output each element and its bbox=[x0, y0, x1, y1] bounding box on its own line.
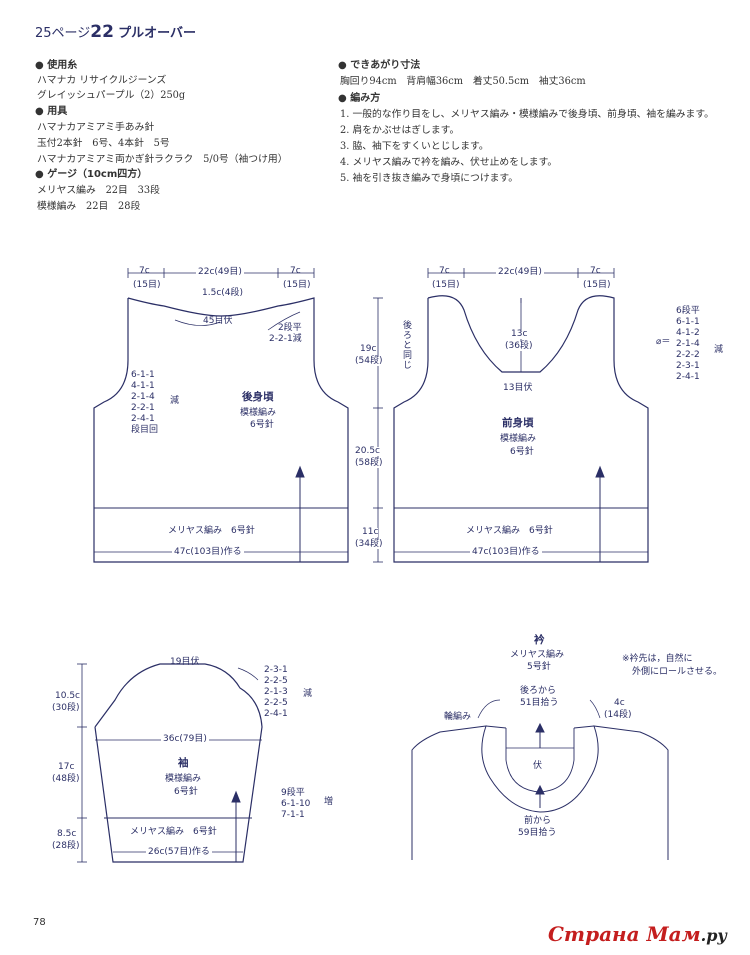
collar-back-pick-2: 51目拾う bbox=[520, 698, 559, 708]
front-patt: 模様編み bbox=[500, 434, 537, 444]
front-cast: 47c(103目)作る bbox=[470, 547, 542, 557]
finished-line: 胸回り94cm 背肩幅36cm 着丈50.5cm 袖丈36cm bbox=[340, 76, 586, 87]
collar-body bbox=[411, 725, 669, 860]
side-d1s: (54段) bbox=[355, 356, 383, 366]
sleeve-outline bbox=[94, 663, 263, 863]
collar-bind: 伏 bbox=[533, 761, 543, 771]
side-d2: 20.5c bbox=[355, 446, 380, 456]
collar-back-pick: 後ろから bbox=[520, 686, 557, 696]
method-heading: ● 編み方 bbox=[338, 93, 381, 104]
collar-note-2: 外側にロールさせる。 bbox=[632, 667, 723, 677]
back-neck-dec: 2段平 2-2-1減 bbox=[269, 323, 302, 344]
front-body-outline bbox=[393, 295, 649, 563]
front-neck-dec: 6段平 6-1-1 4-1-2 2-1-4 2-2-2 2-3-1 2-4-1 bbox=[676, 306, 700, 382]
finished-heading: ● できあがり寸法 bbox=[338, 60, 421, 71]
watermark-tld: .ру bbox=[700, 926, 727, 945]
collar-patt: メリヤス編み bbox=[510, 650, 565, 660]
front-neck: 13c bbox=[511, 329, 528, 339]
back-arm-gen: 減 bbox=[170, 396, 180, 406]
front-w7b-s: (15目) bbox=[583, 280, 611, 290]
step-1: 1. 一般的な作り目をし、メリヤス編み・模様編みで後身頃、前身頃、袖を編みます。 bbox=[340, 109, 714, 120]
tools-line-1: ハマナカアミアミ手あみ針 bbox=[37, 122, 155, 133]
collar-h: 4c bbox=[614, 698, 625, 708]
collar-name: 衿 bbox=[534, 634, 545, 646]
yarn-line-2: グレイッシュパープル（2）250g bbox=[37, 90, 186, 101]
back-rib: メリヤス編み 6号針 bbox=[168, 526, 255, 536]
page-ref: 25ページ bbox=[35, 26, 91, 41]
step-5: 5. 袖を引き抜き編みで身頃につけます。 bbox=[340, 173, 519, 184]
front-neck-gen: 減 bbox=[714, 345, 724, 355]
back-name: 後身頃 bbox=[242, 391, 274, 403]
back-neck-drop: 1.5c(4段) bbox=[202, 288, 244, 298]
back-needle: 6号針 bbox=[250, 420, 274, 430]
back-cast: 47c(103目)作る bbox=[172, 547, 244, 557]
back-w7b: 7c bbox=[290, 266, 301, 276]
tools-line-2: 玉付2本針 6号、4本針 5号 bbox=[37, 138, 170, 149]
front-needle: 6号針 bbox=[510, 447, 534, 457]
front-w7a-s: (15目) bbox=[432, 280, 460, 290]
page-number: 78 bbox=[33, 917, 46, 928]
sleeve-d3s: (28段) bbox=[52, 841, 80, 851]
back-bind45: 45目伏 bbox=[203, 316, 233, 326]
back-w7a-s: (15目) bbox=[133, 280, 161, 290]
step-3: 3. 脇、袖下をすくいとじします。 bbox=[340, 141, 489, 152]
gauge-heading: ● ゲージ（10cm四方） bbox=[35, 169, 148, 180]
sleeve-d2s: (48段) bbox=[52, 774, 80, 784]
collar-hs: (14段) bbox=[604, 710, 632, 720]
sleeve-d2: 17c bbox=[58, 762, 75, 772]
back-w7b-s: (15目) bbox=[283, 280, 311, 290]
side-d3s: (34段) bbox=[355, 539, 383, 549]
front-neck-s: (36段) bbox=[505, 341, 533, 351]
yarn-line-1: ハマナカ リサイクルジーンズ bbox=[37, 75, 167, 86]
step-2: 2. 肩をかぶせはぎします。 bbox=[340, 125, 460, 136]
side-d3: 11c bbox=[362, 527, 379, 537]
front-w7b: 7c bbox=[590, 266, 601, 276]
sleeve-cast: 26c(57目)作る bbox=[146, 847, 212, 857]
front-bind13: 13目伏 bbox=[503, 383, 533, 393]
sleeve-rib: メリヤス編み 6号針 bbox=[130, 827, 217, 837]
back-w22: 22c(49目) bbox=[196, 267, 244, 277]
tools-line-3: ハマナカアミアミ両かぎ針ラクラク 5/0号（袖つけ用） bbox=[37, 154, 288, 165]
page-header: 25ページ22 プルオーバー bbox=[35, 24, 196, 41]
sleeve-cap-dec: 2-3-1 2-2-5 2-1-3 2-2-5 2-4-1 bbox=[264, 665, 288, 719]
pattern-title: プルオーバー bbox=[118, 26, 196, 41]
sleeve-needle: 6号針 bbox=[174, 787, 198, 797]
side-d2s: (58段) bbox=[355, 458, 383, 468]
back-arm-dec: 6-1-1 4-1-1 2-1-4 2-2-1 2-4-1 段目回 bbox=[131, 370, 159, 435]
yarn-heading: ● 使用糸 bbox=[35, 60, 78, 71]
step-4: 4. メリヤス編みで衿を編み、伏せ止めをします。 bbox=[340, 157, 558, 168]
sleeve-cap-gen: 減 bbox=[303, 689, 313, 699]
sleeve-d1: 10.5c bbox=[55, 691, 80, 701]
collar-front-pick-2: 59目拾う bbox=[518, 828, 557, 838]
front-neck-mark: ⌀＝ bbox=[656, 337, 671, 347]
sleeve-w36: 36c(79目) bbox=[161, 734, 209, 744]
sleeve-inc: 9段平 6-1-10 7-1-1 bbox=[281, 788, 311, 820]
gauge-line-1: メリヤス編み 22目 33段 bbox=[37, 185, 160, 196]
watermark-text: Страна Мам bbox=[548, 922, 701, 946]
tools-heading: ● 用具 bbox=[35, 106, 68, 117]
sleeve-name: 袖 bbox=[178, 757, 189, 769]
side-d1: 19c bbox=[360, 344, 377, 354]
collar-front-pick: 前から bbox=[524, 816, 552, 826]
front-name: 前身頃 bbox=[502, 417, 534, 429]
sleeve-inc-gen: 増 bbox=[324, 797, 334, 807]
front-same: 後ろと同じ bbox=[401, 320, 411, 370]
back-patt: 模様編み bbox=[240, 408, 277, 418]
back-w7a: 7c bbox=[139, 266, 150, 276]
front-w7a: 7c bbox=[439, 266, 450, 276]
gauge-line-2: 模様編み 22目 28段 bbox=[37, 201, 141, 212]
back-body-outline bbox=[93, 297, 349, 563]
front-rib: メリヤス編み 6号針 bbox=[466, 526, 553, 536]
pattern-number: 22 bbox=[90, 22, 114, 42]
sleeve-d1s: (30段) bbox=[52, 703, 80, 713]
sleeve-bind19: 19目伏 bbox=[170, 657, 200, 667]
front-w22: 22c(49目) bbox=[496, 267, 544, 277]
collar-needle: 5号針 bbox=[527, 662, 551, 672]
sleeve-patt: 模様編み bbox=[165, 774, 202, 784]
sleeve-d3: 8.5c bbox=[57, 829, 77, 839]
collar-note-1: ※衿先は，自然に bbox=[622, 654, 693, 664]
collar-rib: 輪編み bbox=[444, 712, 472, 722]
watermark: Страна Мам.ру bbox=[548, 922, 727, 946]
